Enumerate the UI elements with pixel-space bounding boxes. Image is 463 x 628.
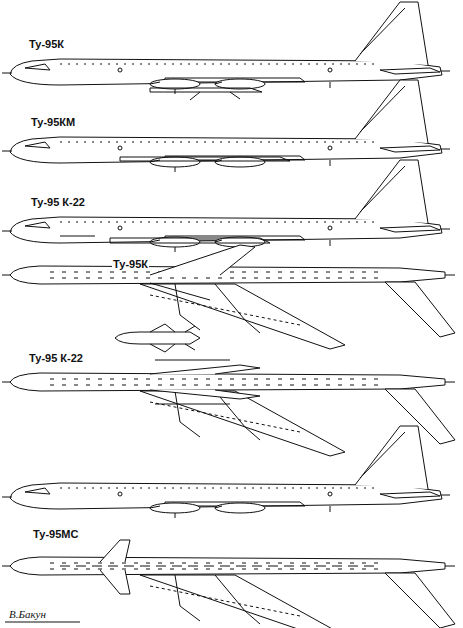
variant-label: Ту-95КМ <box>30 116 76 128</box>
variant-label: Ту-95К <box>28 38 65 50</box>
variant-label: Ту-95К <box>112 258 149 270</box>
signature: В.Бакун <box>8 608 47 620</box>
variant-label: Ту-95 К-22 <box>30 196 86 208</box>
variant-label: Ту-95 К-22 <box>28 352 84 364</box>
variant-label: Ту-95МС <box>32 528 79 540</box>
